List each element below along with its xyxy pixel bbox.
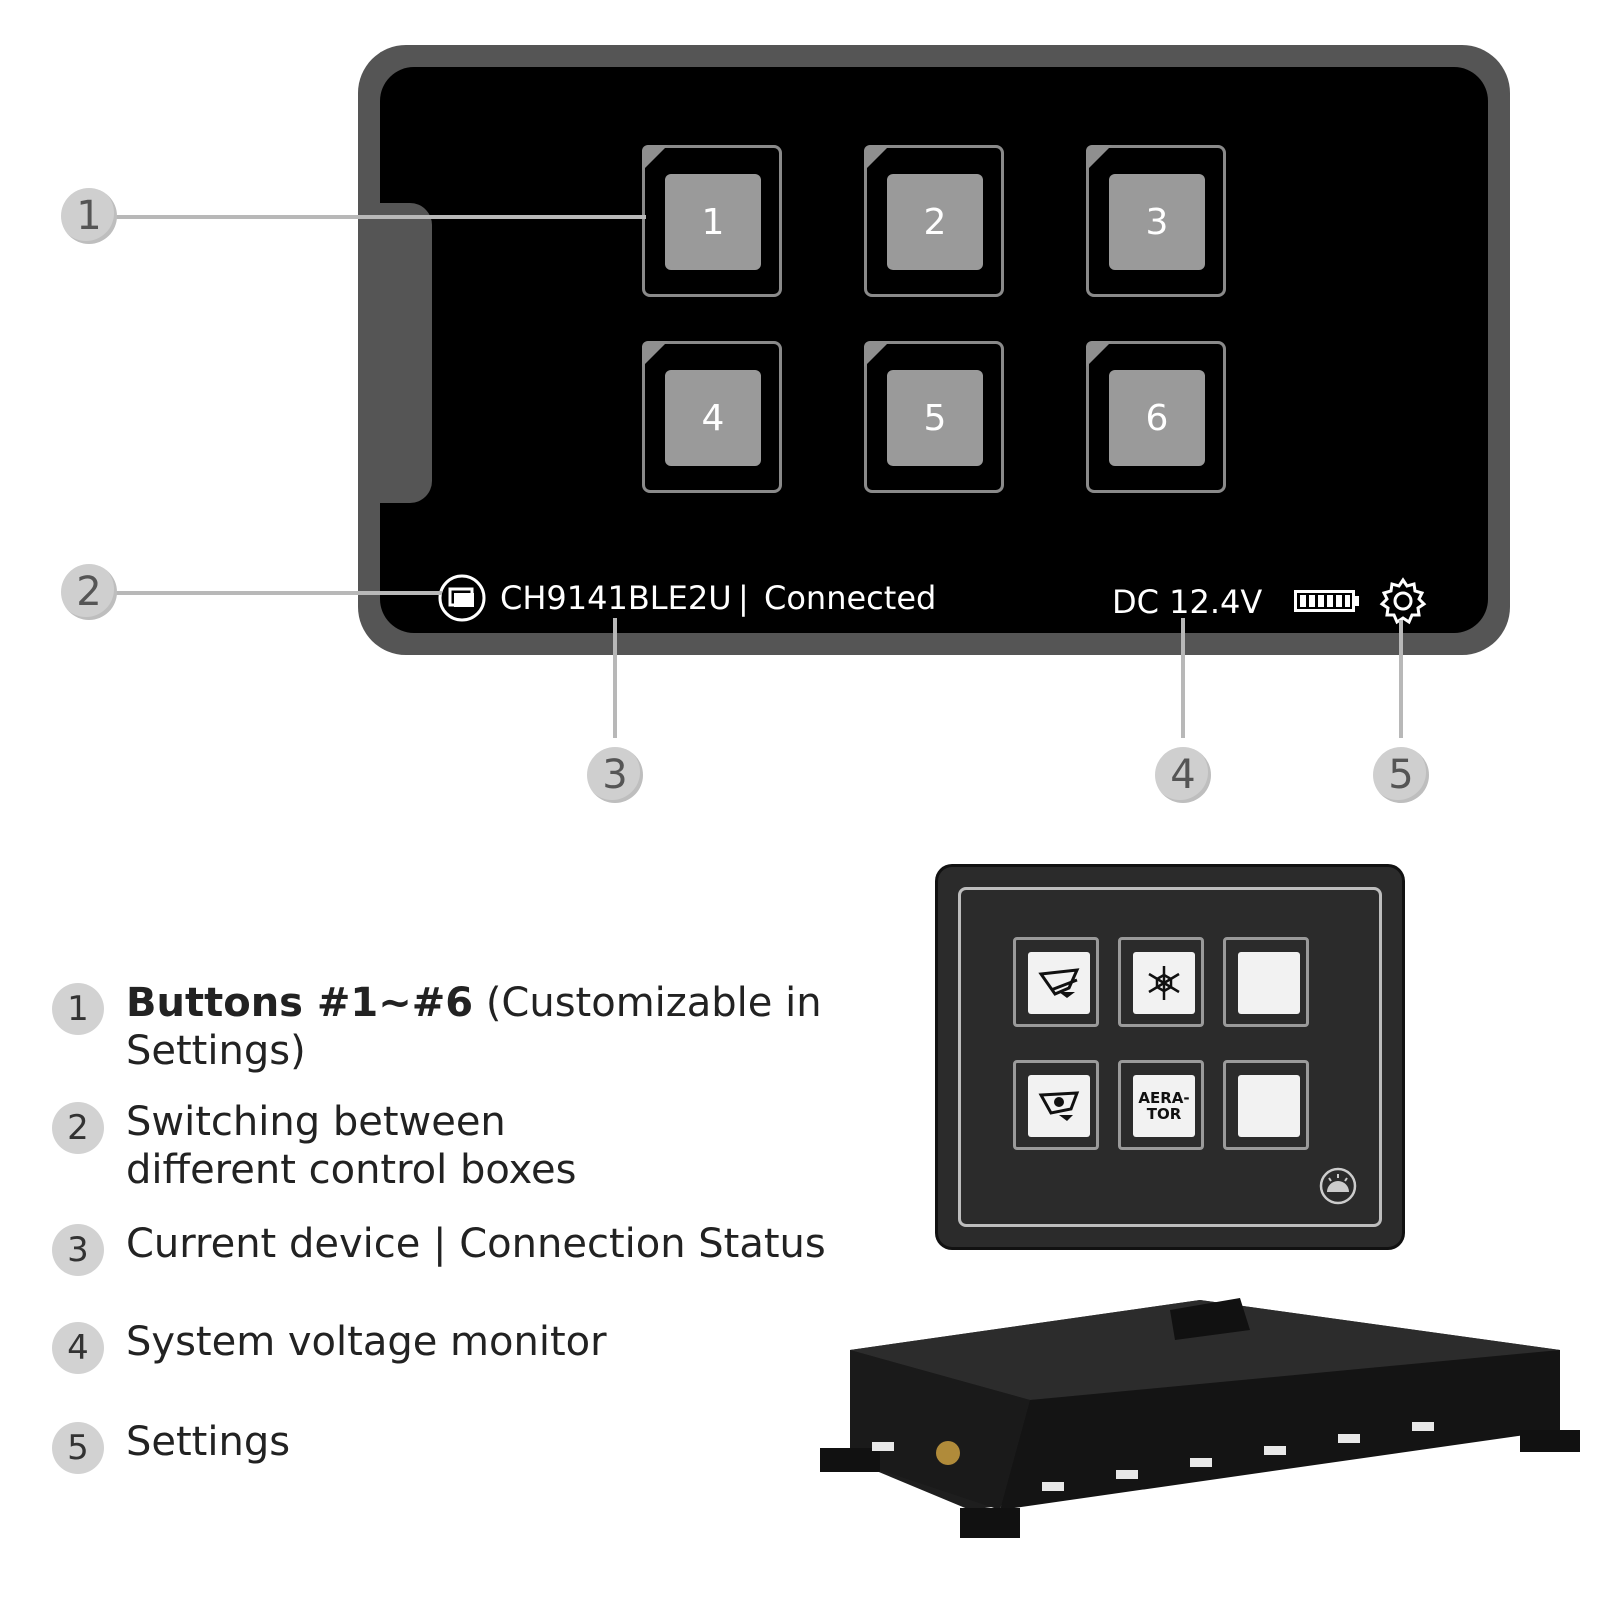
panel-button-blank-1	[1223, 937, 1309, 1027]
brightness-icon	[1318, 1166, 1358, 1206]
legend-3-marker: 3	[52, 1224, 104, 1276]
button-2-label: 2	[887, 174, 983, 270]
aerator-label: AERA- TOR	[1133, 1075, 1195, 1137]
legend-2-text: Switching between different control boxe…	[126, 1099, 577, 1193]
blank-face	[1238, 1075, 1300, 1137]
callout-4-line	[1181, 618, 1185, 738]
button-1[interactable]: 1	[642, 145, 782, 297]
fan-icon	[1028, 1075, 1090, 1137]
button-1-label: 1	[665, 174, 761, 270]
legend-4-text: System voltage monitor	[126, 1319, 607, 1365]
wiper-icon	[1028, 952, 1090, 1014]
button-4[interactable]: 4	[642, 341, 782, 493]
gear-icon[interactable]	[1378, 576, 1428, 626]
legend-5-marker: 5	[52, 1422, 104, 1474]
callout-1-line	[116, 215, 646, 219]
control-box	[820, 1270, 1580, 1570]
button-5[interactable]: 5	[864, 341, 1004, 493]
callout-2-line	[116, 591, 442, 595]
connection-status: Connected	[764, 579, 937, 617]
battery-icon	[1294, 588, 1360, 614]
button-3[interactable]: 3	[1086, 145, 1226, 297]
panel-button-blank-2	[1223, 1060, 1309, 1150]
button-6-label: 6	[1109, 370, 1205, 466]
callout-5-line	[1399, 620, 1403, 738]
legend-4-marker: 4	[52, 1322, 104, 1374]
panel-button-wiper	[1013, 937, 1099, 1027]
switch-panel-frame	[958, 887, 1382, 1227]
callout-3: 3	[587, 747, 643, 803]
panel-button-aerator: AERA- TOR	[1118, 1060, 1204, 1150]
callout-2: 2	[61, 564, 117, 620]
legend-1-text: Buttons #1~#6 (Customizable in Settings)	[126, 980, 822, 1074]
switch-panel	[938, 867, 1402, 1247]
button-3-label: 3	[1109, 174, 1205, 270]
button-6[interactable]: 6	[1086, 341, 1226, 493]
phone-notch	[380, 203, 432, 503]
callout-5: 5	[1373, 747, 1429, 803]
callout-1: 1	[61, 188, 117, 244]
device-name: CH9141BLE2U	[500, 579, 732, 617]
voltage-readout: DC 12.4V	[1112, 583, 1263, 621]
status-separator: |	[738, 579, 749, 617]
legend-3-text: Current device | Connection Status	[126, 1221, 826, 1267]
switch-device-icon[interactable]	[437, 573, 487, 623]
button-2[interactable]: 2	[864, 145, 1004, 297]
panel-button-snowflake	[1118, 937, 1204, 1027]
callout-3-line	[613, 618, 617, 738]
legend-5-text: Settings	[126, 1419, 291, 1465]
callout-4: 4	[1155, 747, 1211, 803]
legend-2-marker: 2	[52, 1102, 104, 1154]
snowflake-icon	[1133, 952, 1195, 1014]
panel-button-fan	[1013, 1060, 1099, 1150]
legend-1-marker: 1	[52, 983, 104, 1035]
blank-face	[1238, 952, 1300, 1014]
button-4-label: 4	[665, 370, 761, 466]
button-5-label: 5	[887, 370, 983, 466]
